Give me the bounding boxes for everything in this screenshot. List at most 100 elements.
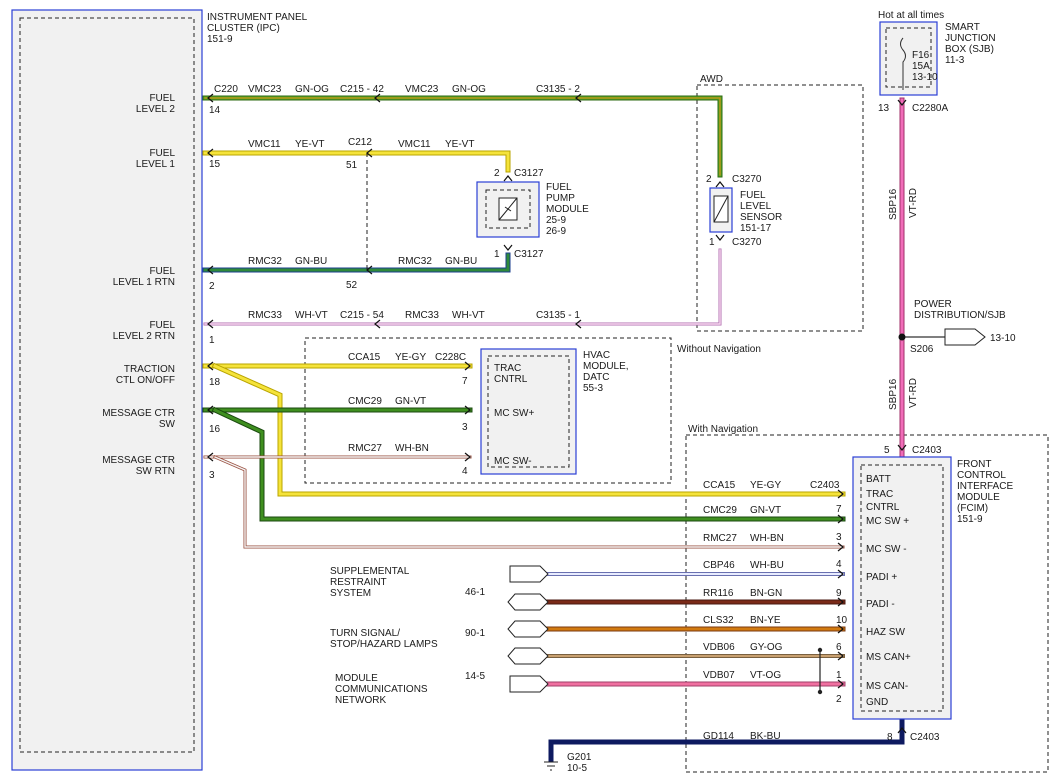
ipc-pin-number: 18: [209, 377, 221, 388]
c3127-bot-label: C3127: [514, 249, 544, 260]
gnbu-b: GN-BU: [445, 256, 477, 267]
wire-rmc27: [203, 455, 845, 549]
wire-gd114: [548, 717, 905, 763]
whbn-a: WH-BN: [395, 443, 429, 454]
connector-arrow: [575, 93, 582, 103]
gyog: GY-OG: [750, 642, 783, 653]
c3127-top-label: C3127: [514, 168, 544, 179]
ipc-pin-number: 14: [209, 105, 221, 116]
rmc32-b: RMC32: [398, 256, 432, 267]
c215-54-label: C215 - 54: [340, 310, 384, 321]
cca15-a: CCA15: [348, 352, 381, 363]
wire-vmc23: [202, 95, 723, 178]
c2403-side-label: C2403: [810, 480, 840, 491]
sbp16-a: SBP16: [888, 188, 899, 220]
connector-arrow: [837, 489, 844, 499]
ipc-pin-number: 16: [209, 424, 221, 435]
power-dist-ref: 13-10: [990, 333, 1016, 344]
turn-label: TURN SIGNAL/STOP/HAZARD LAMPS: [330, 628, 438, 650]
whvt-a: WH-VT: [295, 310, 328, 321]
c3270-bot-label: C3270: [732, 237, 762, 248]
connector-arrow: [207, 405, 214, 415]
fuel-level-sensor: [709, 187, 733, 233]
gnvt-b: GN-VT: [750, 505, 781, 516]
c212-rtn-pin: 52: [346, 280, 358, 291]
connector-arrow: [837, 624, 844, 634]
power-distribution-connector: [898, 328, 986, 346]
wire-rmc33: [203, 248, 722, 326]
c2403-top-label: C2403: [912, 445, 942, 456]
wire-cmc29: [202, 406, 846, 522]
ipc-module: [11, 9, 203, 771]
connector-arrow: [837, 679, 844, 689]
connector-arrow: [207, 319, 214, 329]
c2403-gnd-pin: 8: [887, 732, 893, 743]
connector-arrow: [897, 444, 907, 451]
no-nav-region: [304, 337, 672, 484]
vtog: VT-OG: [750, 670, 781, 681]
connector-arrow: [503, 175, 513, 182]
wire-sbp16: [899, 97, 946, 458]
c3270-top-pin: 2: [706, 174, 712, 185]
connector-arrow: [837, 597, 844, 607]
connector-arrow: [503, 244, 513, 251]
connector-arrows: [207, 93, 907, 734]
vdb07: VDB07: [703, 670, 735, 681]
hot-label: Hot at all times: [878, 10, 944, 21]
hvac-module: [480, 348, 577, 475]
cca15-b: CCA15: [703, 480, 736, 491]
fuel-pump-module: [476, 181, 540, 238]
yevt-b: YE-VT: [445, 139, 474, 150]
connector-arrow: [715, 234, 725, 241]
connector-arrow: [464, 361, 471, 371]
awd-label: AWD: [700, 74, 723, 85]
connector-arrow: [837, 542, 844, 552]
ipc-pin-number: 2: [209, 281, 215, 292]
connector-arrow: [837, 569, 844, 579]
awd-region: [696, 84, 864, 332]
gd114: GD114: [703, 731, 734, 742]
cls32: CLS32: [703, 615, 734, 626]
srs-connectors: [507, 565, 549, 693]
yegy-b: YE-GY: [750, 480, 781, 491]
c3127-bot-pin: 1: [494, 249, 500, 260]
connector-arrow: [464, 405, 471, 415]
wire-cca15: [202, 362, 846, 497]
rmc33-b: RMC33: [405, 310, 439, 321]
ipc-pin-number: 3: [209, 470, 215, 481]
yevt-a: YE-VT: [295, 139, 324, 150]
fcim-module: [852, 456, 952, 720]
vmc23-b: VMC23: [405, 84, 439, 95]
sbp16-b: SBP16: [888, 378, 899, 410]
whbu: WH-BU: [750, 560, 784, 571]
c212-pin: 51: [346, 160, 358, 171]
gnog-a: GN-OG: [295, 84, 329, 95]
c212-label: C212: [348, 137, 372, 148]
vmc11-a: VMC11: [248, 139, 281, 150]
connector-arrow: [575, 319, 582, 329]
rmc27-b: RMC27: [703, 533, 737, 544]
c220-label: C220: [214, 84, 238, 95]
connector-arrow: [837, 651, 844, 661]
c2403-gnd-label: C2403: [910, 732, 940, 743]
gnbu-a: GN-BU: [295, 256, 327, 267]
whbn-b: WH-BN: [750, 533, 784, 544]
connector-arrow: [207, 148, 214, 158]
connector-arrow: [897, 99, 907, 106]
rmc33-a: RMC33: [248, 310, 282, 321]
